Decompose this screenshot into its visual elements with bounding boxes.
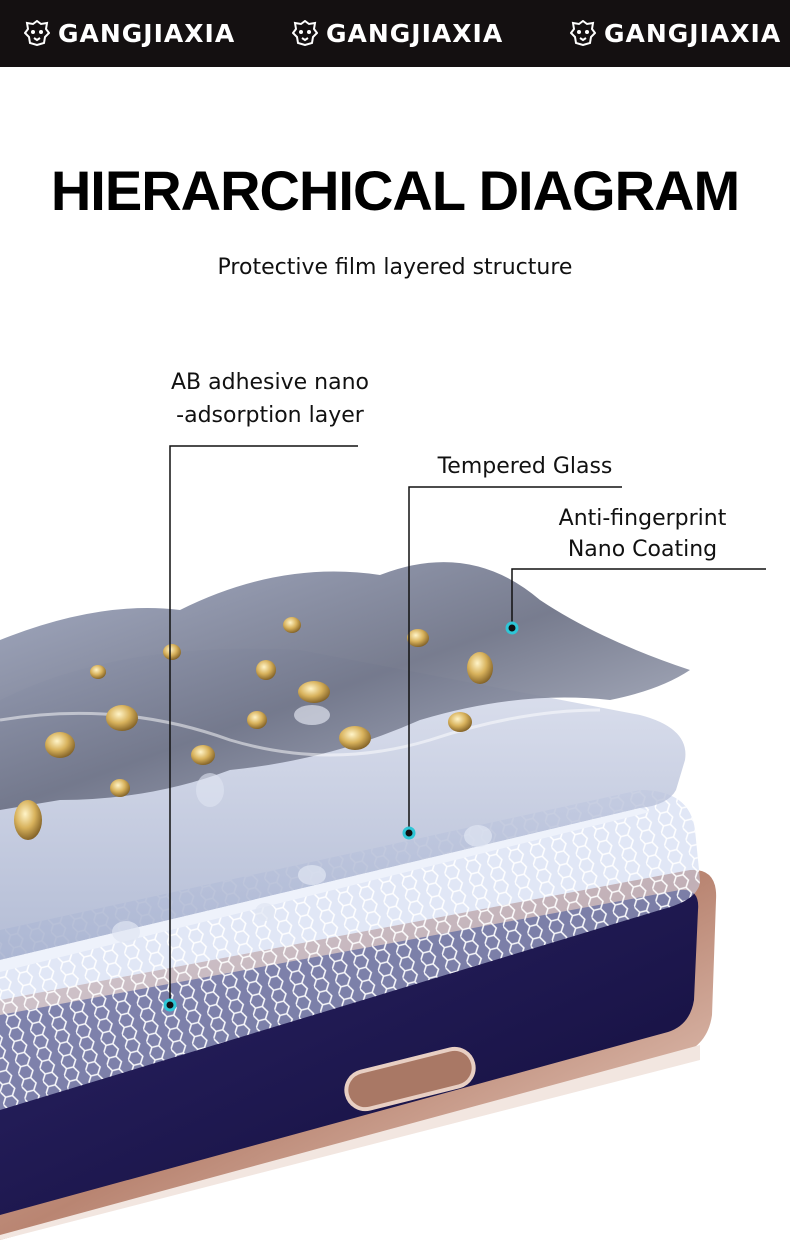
brand-name: GANGJIAXIA [604,18,782,48]
anti-fingerprint-label: Anti-fingerprint Nano Coating [530,503,755,565]
brand-logo: GANGJIAXIA [24,15,235,51]
brand-logo: GANGJIAXIA [570,15,781,51]
tiger-head-icon [24,20,50,46]
page-subtitle: Protective film layered structure [217,255,573,280]
adhesive-layer-label: AB adhesive nano -adsorption layer [150,366,390,432]
brand-name: GANGJIAXIA [58,18,236,48]
adhesive-label-line1: AB adhesive nano [170,370,369,395]
coating-label-line2: Nano Coating [567,537,718,562]
coating-label-line1: Anti-fingerprint [558,506,727,531]
adhesive-label-line2: -adsorption layer [176,403,364,428]
brand-logo: GANGJIAXIA [292,15,503,51]
tempered-glass-label: Tempered Glass [437,454,613,479]
tiger-head-icon [570,20,596,46]
brand-bar: GANGJIAXIA GANGJIAXIA GANGJIAXIA [0,0,790,67]
page-title: HIERARCHICAL DIAGRAM [50,159,740,222]
brand-name: GANGJIAXIA [326,18,504,48]
tiger-head-icon [292,20,318,46]
